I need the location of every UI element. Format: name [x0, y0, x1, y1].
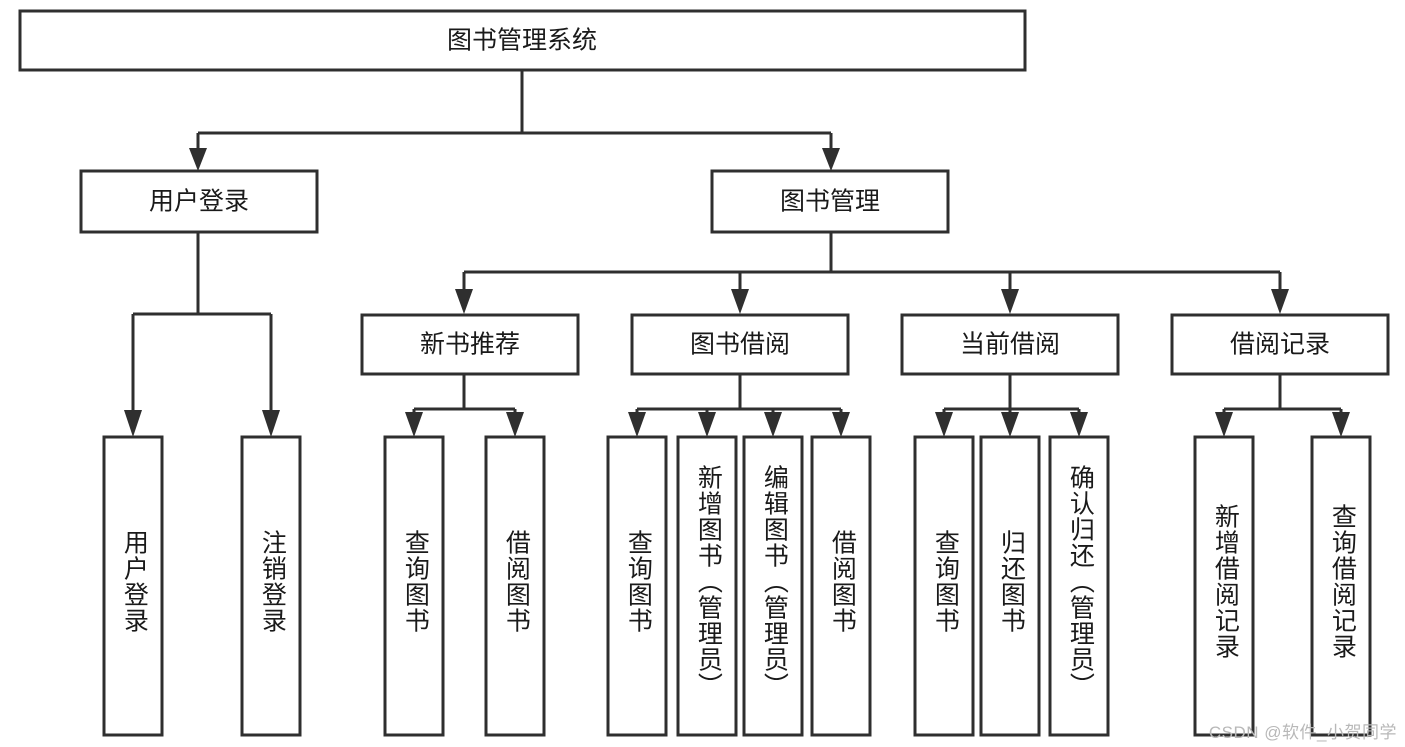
leaf-box[interactable]	[913, 435, 975, 737]
node-borrow-record-box[interactable]	[1170, 313, 1390, 376]
connector-group-current-borrow	[935, 374, 1088, 437]
leaf-label: 查询图书	[931, 530, 960, 633]
leaf-box[interactable]	[484, 435, 546, 737]
arrowhead-book-mgmt	[822, 148, 840, 171]
arrowhead-leaf-borrowrecord-1	[1215, 412, 1233, 437]
arrowhead-user-login	[189, 148, 207, 171]
arrowhead-leaf-bookborrow-2	[698, 412, 716, 437]
leaf-borrow-record-add[interactable]: 新增借阅记录	[1193, 435, 1255, 737]
node-current-borrow-label: 当前借阅	[960, 331, 1060, 359]
arrowhead-leaf-borrowrecord-2	[1332, 412, 1350, 437]
node-user-login[interactable]: 用户登录	[79, 169, 319, 234]
leaf-label: 新增借阅记录	[1211, 504, 1240, 659]
arrowhead-leaf-bookborrow-3	[764, 412, 782, 437]
leaf-label: 查询图书	[401, 530, 430, 633]
leaf-label: 用户登录	[120, 530, 149, 633]
leaf-box[interactable]	[979, 435, 1041, 737]
leaf-box[interactable]	[383, 435, 445, 737]
arrowhead-leaf-bookborrow-4	[832, 412, 850, 437]
leaf-book-borrow-borrow[interactable]: 借阅图书	[810, 435, 872, 737]
node-book-management-label: 图书管理	[780, 188, 880, 216]
node-new-book-recommend[interactable]: 新书推荐	[360, 313, 580, 376]
arrowhead-leaf-currentborrow-1	[935, 412, 953, 437]
leaf-box[interactable]	[676, 435, 738, 737]
leaf-box[interactable]	[102, 435, 164, 737]
arrowhead-leaf-currentborrow-3	[1070, 412, 1088, 437]
leaf-book-borrow-add[interactable]: 新增图书（管理员）	[676, 435, 738, 737]
leaf-box[interactable]	[810, 435, 872, 737]
arrowhead-current-borrow	[1001, 289, 1019, 314]
leaf-label: 归还图书	[997, 530, 1026, 633]
leaf-label: 查询图书	[624, 530, 653, 633]
node-borrow-record[interactable]: 借阅记录	[1170, 313, 1390, 376]
node-book-management-box[interactable]	[710, 169, 950, 234]
leaf-label: 借阅图书	[502, 530, 531, 633]
leaf-box[interactable]	[1310, 435, 1372, 737]
connector-group-new-book	[405, 374, 524, 437]
leaf-label: 借阅图书	[828, 530, 857, 633]
leaf-current-borrow-return[interactable]: 归还图书	[979, 435, 1041, 737]
leaf-new-book-borrow[interactable]: 借阅图书	[484, 435, 546, 737]
arrowhead-book-borrow	[731, 289, 749, 314]
node-book-borrow-box[interactable]	[630, 313, 850, 376]
connector-group-root	[189, 70, 840, 171]
node-current-borrow-box[interactable]	[900, 313, 1120, 376]
leaf-label: 查询借阅记录	[1328, 504, 1357, 659]
arrowhead-new-book	[455, 289, 473, 314]
node-current-borrow[interactable]: 当前借阅	[900, 313, 1120, 376]
leaf-label: 确认归还（管理员）	[1066, 465, 1095, 698]
leaf-new-book-query[interactable]: 查询图书	[383, 435, 445, 737]
arrowhead-leaf-newbook-2	[506, 412, 524, 437]
leaf-label: 编辑图书（管理员）	[760, 465, 789, 698]
leaf-book-borrow-query[interactable]: 查询图书	[606, 435, 668, 737]
arrowhead-leaf-bookborrow-1	[628, 412, 646, 437]
node-user-login-box[interactable]	[79, 169, 319, 234]
arrowhead-leaf-currentborrow-2	[1001, 412, 1019, 437]
arrowhead-leaf-newbook-1	[405, 412, 423, 437]
arrowhead-leaf-user-login-2	[262, 410, 280, 437]
node-root-label: 图书管理系统	[447, 27, 597, 55]
node-borrow-record-label: 借阅记录	[1230, 331, 1330, 359]
leaf-box[interactable]	[240, 435, 302, 737]
leaf-user-login-logout[interactable]: 注销登录	[240, 435, 302, 737]
leaf-borrow-record-query[interactable]: 查询借阅记录	[1310, 435, 1372, 737]
leaf-user-login-login[interactable]: 用户登录	[102, 435, 164, 737]
leaf-book-borrow-edit[interactable]: 编辑图书（管理员）	[742, 435, 804, 737]
leaf-current-borrow-query[interactable]: 查询图书	[913, 435, 975, 737]
node-book-management[interactable]: 图书管理	[710, 169, 950, 234]
node-root-book-management-system[interactable]: 图书管理系统	[18, 9, 1027, 72]
leaf-box[interactable]	[606, 435, 668, 737]
arrowhead-borrow-record	[1271, 289, 1289, 314]
arrowhead-leaf-user-login-1	[124, 410, 142, 437]
node-book-borrow-label: 图书借阅	[690, 331, 790, 359]
leaf-box[interactable]	[1048, 435, 1110, 737]
node-user-login-label: 用户登录	[149, 188, 249, 216]
leaf-box[interactable]	[1193, 435, 1255, 737]
node-new-book-recommend-label: 新书推荐	[420, 331, 520, 359]
leaf-label: 新增图书（管理员）	[694, 465, 723, 698]
connector-group-borrow-record	[1215, 374, 1350, 437]
leaf-current-borrow-confirm[interactable]: 确认归还（管理员）	[1048, 435, 1110, 737]
connector-group-book-borrow	[628, 374, 850, 437]
watermark-text: CSDN @软件_小贺同学	[1208, 723, 1397, 742]
leaf-label: 注销登录	[258, 530, 287, 633]
leaf-box[interactable]	[742, 435, 804, 737]
connector-group-book-mgmt	[455, 232, 1289, 314]
node-new-book-recommend-box[interactable]	[360, 313, 580, 376]
node-root-box[interactable]	[18, 9, 1027, 72]
node-book-borrow[interactable]: 图书借阅	[630, 313, 850, 376]
connector-group-user-login	[124, 232, 280, 437]
